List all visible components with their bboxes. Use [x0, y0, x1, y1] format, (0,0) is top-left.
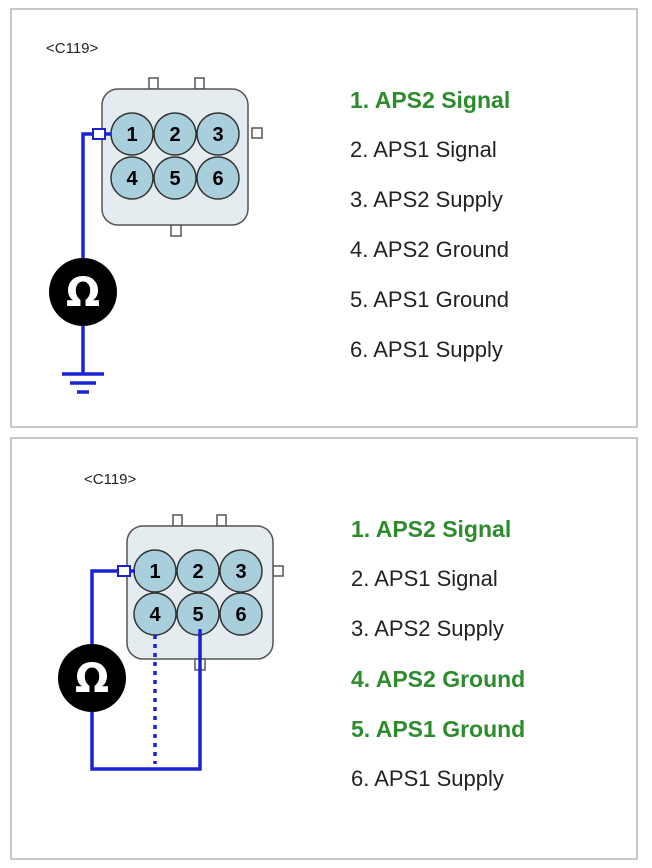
- pin-legend-item-4: 4. APS2 Ground: [351, 666, 526, 692]
- ground-icon: [62, 372, 104, 394]
- svg-text:Ω: Ω: [66, 270, 100, 316]
- svg-text:2: 2: [169, 124, 180, 146]
- ohmmeter-icon: Ω: [58, 644, 126, 712]
- probe-wire-pin-1: [90, 565, 135, 644]
- svg-text:3: 3: [235, 561, 246, 583]
- probe-wire: [81, 128, 111, 374]
- connector-pin-5: 5: [153, 156, 197, 200]
- pin-legend-item-3: 3. APS2 Supply: [351, 616, 504, 641]
- svg-text:6: 6: [235, 604, 246, 626]
- svg-text:4: 4: [126, 168, 138, 190]
- connector-pin-6: 6: [196, 156, 240, 200]
- connector-c119: 1 2 3 4 5 6: [101, 77, 263, 237]
- connector-diagram: 1 2 3 4 5 6: [58, 514, 284, 771]
- connector-pin-4: 4: [110, 156, 154, 200]
- connector-pin-2: 2: [153, 112, 197, 156]
- connector-id-label: <C119>: [84, 471, 137, 488]
- svg-text:6: 6: [212, 168, 223, 190]
- connector-pin-6: 6: [219, 592, 263, 636]
- ohmmeter-icon: Ω: [49, 258, 117, 326]
- svg-text:1: 1: [126, 124, 137, 146]
- svg-text:2: 2: [192, 561, 203, 583]
- connector-pin-1: 1: [133, 549, 177, 593]
- connector-pin-1: 1: [110, 112, 154, 156]
- connector-pin-3: 3: [196, 112, 240, 156]
- connector-pin-2: 2: [176, 549, 220, 593]
- connector-c119: 1 2 3 4 5 6: [126, 514, 284, 671]
- pin-legend-item-4: 4. APS2 Ground: [350, 237, 509, 262]
- pin-legend-item-3: 3. APS2 Supply: [350, 187, 503, 212]
- pin-legend-item-2: 2. APS1 Signal: [350, 137, 497, 162]
- svg-text:1: 1: [149, 561, 160, 583]
- pin-legend-item-6: 6. APS1 Supply: [350, 337, 503, 362]
- connector-pin-5: 5: [176, 592, 220, 636]
- svg-text:3: 3: [212, 124, 223, 146]
- pin-legend-item-2: 2. APS1 Signal: [351, 566, 498, 591]
- pin-legend-item-5: 5. APS1 Ground: [350, 287, 509, 312]
- connector-pin-4: 4: [133, 592, 177, 636]
- connector-diagram: 1 2 3 4 5 6: [49, 77, 263, 394]
- connector-pin-3: 3: [219, 549, 263, 593]
- probe-wire-pin-5: [90, 629, 202, 771]
- pin-legend: 1. APS2 Signal 2. APS1 Signal 3. APS2 Su…: [350, 84, 510, 384]
- pin-legend-item-6: 6. APS1 Supply: [351, 766, 504, 791]
- diagram-panel-pin-check: 1 2 3 4 5 6: [10, 437, 638, 860]
- pin-legend-item-1: 1. APS2 Signal: [351, 516, 512, 542]
- pin-legend-item-1: 1. APS2 Signal: [350, 87, 511, 113]
- svg-text:4: 4: [149, 604, 161, 626]
- svg-text:Ω: Ω: [75, 656, 109, 702]
- svg-text:5: 5: [192, 604, 203, 626]
- connector-id-label: <C119>: [46, 40, 99, 57]
- pin-legend: 1. APS2 Signal 2. APS1 Signal 3. APS2 Su…: [351, 513, 525, 813]
- pin-legend-item-5: 5. APS1 Ground: [351, 716, 526, 742]
- diagram-panel-ground-check: 1 2 3 4 5 6: [10, 8, 638, 428]
- svg-text:5: 5: [169, 168, 180, 190]
